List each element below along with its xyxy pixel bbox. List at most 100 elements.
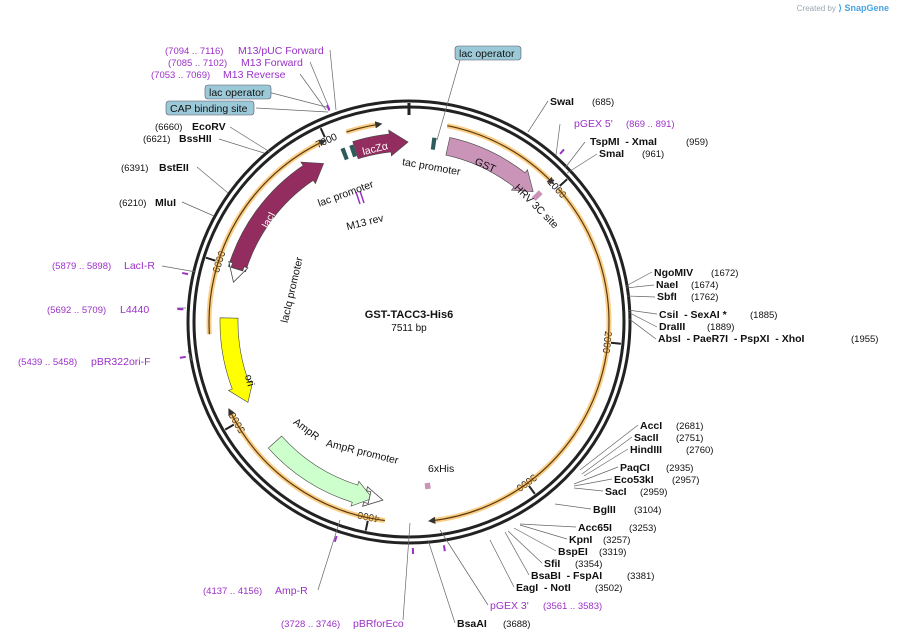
feature-label-6xHis: 6xHis [428,463,454,475]
leader-line-8 [627,311,658,328]
leader-line-9 [627,317,657,340]
enzyme-BssHII[interactable]: BssHII [179,133,212,145]
enzyme-Acc65I[interactable]: Acc65I [578,522,612,534]
leader-line-23 [427,539,456,624]
primer-pGEX3-pos: (3561 .. 3583) [543,601,602,612]
enzyme-SmaI[interactable]: SmaI [599,148,624,160]
enzyme-MluI[interactable]: MluI [155,197,176,209]
primer-pBR322ori-F-pos: (5439 .. 5458) [18,357,77,368]
primer-M13-Reverse[interactable]: M13 Reverse [223,69,286,81]
leader-line-10 [579,424,639,471]
enzyme-SwaI[interactable]: SwaI [550,96,574,108]
gst-arrow[interactable] [445,137,534,193]
tac-promoter-block[interactable] [430,137,437,150]
enzyme-AbsI-XhoI[interactable]: AbsI - PaeR7I - PspXI - XhoI [658,333,805,345]
primer-M13-pUC-Forward[interactable]: M13/pUC Forward [238,45,324,57]
enzyme-SacII-pos: (2751) [676,433,703,444]
leader-line-2 [566,153,598,174]
leader-line-25 [402,522,411,621]
enzyme-TspMI-XmaI[interactable]: TspMI - XmaI [590,136,657,148]
plasmid-name: GST-TACC3-His6 [365,309,453,321]
enzyme-BspEI[interactable]: BspEI [558,546,588,558]
enzyme-Eco53kI-pos: (2957) [672,475,699,486]
cap-binding-site-box [165,100,255,116]
enzyme-BglII[interactable]: BglII [593,504,616,516]
enzyme-SbfI-pos: (1762) [691,292,718,303]
primer-pbr322ori-mark [179,355,186,359]
hrv-3c-site-block[interactable] [531,190,543,201]
enzyme-BsaBI-FspAI[interactable]: BsaBI - FspAI [531,570,602,582]
enzyme-CsiI-SexAI[interactable]: CsiI - SexAI * [659,309,728,321]
primer-M13-pUC-Forward-pos: (7094 .. 7116) [165,46,223,57]
primer-pBRforEco-pos: (3728 .. 3746) [281,619,340,630]
orf-laci-arrow [208,139,327,335]
enzyme-NgoMIV-pos: (1672) [711,268,738,279]
enzyme-BsaBI-FspAI-pos: (3381) [627,571,654,582]
enzyme-HindIII[interactable]: HindIII [630,444,662,456]
credit-prefix: Created by [796,4,836,13]
snapgene-logo-icon: ⟩ [838,3,843,13]
lac-promoter-block[interactable] [340,147,349,161]
enzyme-SacII[interactable]: SacII [634,432,659,444]
enzyme-PaqCI[interactable]: PaqCI [620,462,650,474]
enzyme-KpnI[interactable]: KpnI [569,534,592,546]
enzyme-TspMI-XmaI-pos: (959) [686,137,708,148]
enzyme-SacI[interactable]: SacI [605,486,627,498]
enzyme-BspEI-pos: (3319) [599,547,626,558]
his6-block[interactable] [424,482,431,490]
leader-line-6 [626,295,656,298]
primer-pgex5-mark [559,148,565,155]
enzyme-SfiI[interactable]: SfiI [544,558,560,570]
primer-pBR322ori-F[interactable]: pBR322ori-F [91,356,151,368]
leader-line-37 [309,61,331,111]
feature-label-AmpR: AmpR [291,416,322,443]
enzyme-HindIII-pos: (2760) [686,445,713,456]
leader-line-32 [218,138,265,154]
m13-rev-mark-1 [355,191,361,205]
enzyme-BsaAI[interactable]: BsaAI [457,618,487,630]
enzyme-SbfI[interactable]: SbfI [657,291,677,303]
enzyme-BglII-pos: (3104) [634,505,661,516]
leader-line-11 [581,436,633,475]
enzyme-MluI-pos: (6210) [119,198,146,209]
primer-AmpR[interactable]: Amp-R [275,585,308,597]
enzyme-Eco53kI[interactable]: Eco53kI [614,474,654,486]
enzyme-EcoRV[interactable]: EcoRV [192,121,226,133]
ampr-arrow[interactable] [267,435,373,507]
enzyme-BstEII[interactable]: BstEII [159,162,189,174]
primer-M13-Forward[interactable]: M13 Forward [241,57,303,69]
primer-pGEX5[interactable]: pGEX 5' [574,118,613,130]
enzyme-NgoMIV[interactable]: NgoMIV [654,267,693,279]
primer-L4440[interactable]: L4440 [120,304,149,316]
lac-operator-block[interactable] [349,144,357,158]
leader-line-18 [519,524,568,540]
tick-mark-7000 [319,127,326,138]
enzyme-BsaAI-pos: (3688) [503,619,530,630]
primer-pBRforEco[interactable]: pBRforEco [353,618,404,630]
enzyme-NaeI[interactable]: NaeI [656,279,678,291]
enzyme-DraIII[interactable]: DraIII [659,321,685,333]
leader-line-24 [439,529,489,606]
tick-mark-6000 [205,256,216,262]
tick-mark-3000 [528,485,536,495]
leader-line-38 [329,49,337,111]
ori-arrow[interactable] [219,317,254,403]
orf-main-arrow [428,188,610,524]
lac-operator-left-label: lac operator [209,87,265,99]
primer-pGEX3[interactable]: pGEX 3' [490,600,529,612]
enzyme-EagI-NotI[interactable]: EagI - NotI [516,582,571,594]
primer-L4440-pos: (5692 .. 5709) [47,305,106,316]
enzyme-AbsI-XhoI-pos: (1955) [851,334,878,345]
ampr-promoter-arrow[interactable] [362,486,384,507]
feature-label-lac-promoter: lac promoter [316,178,375,209]
lacza-arrow[interactable] [352,129,409,160]
plasmid-length: 7511 bp [391,323,427,334]
laci-arrow[interactable] [227,161,325,273]
primer-LacI-R[interactable]: LacI-R [124,260,155,272]
primer-pgex3-mark [442,545,446,552]
enzyme-AccI[interactable]: AccI [640,420,662,432]
leader-line-20 [507,530,543,564]
laciq-promoter-arrow[interactable] [228,260,249,283]
snapgene-credit: Created by ⟩ SnapGene [797,3,889,14]
